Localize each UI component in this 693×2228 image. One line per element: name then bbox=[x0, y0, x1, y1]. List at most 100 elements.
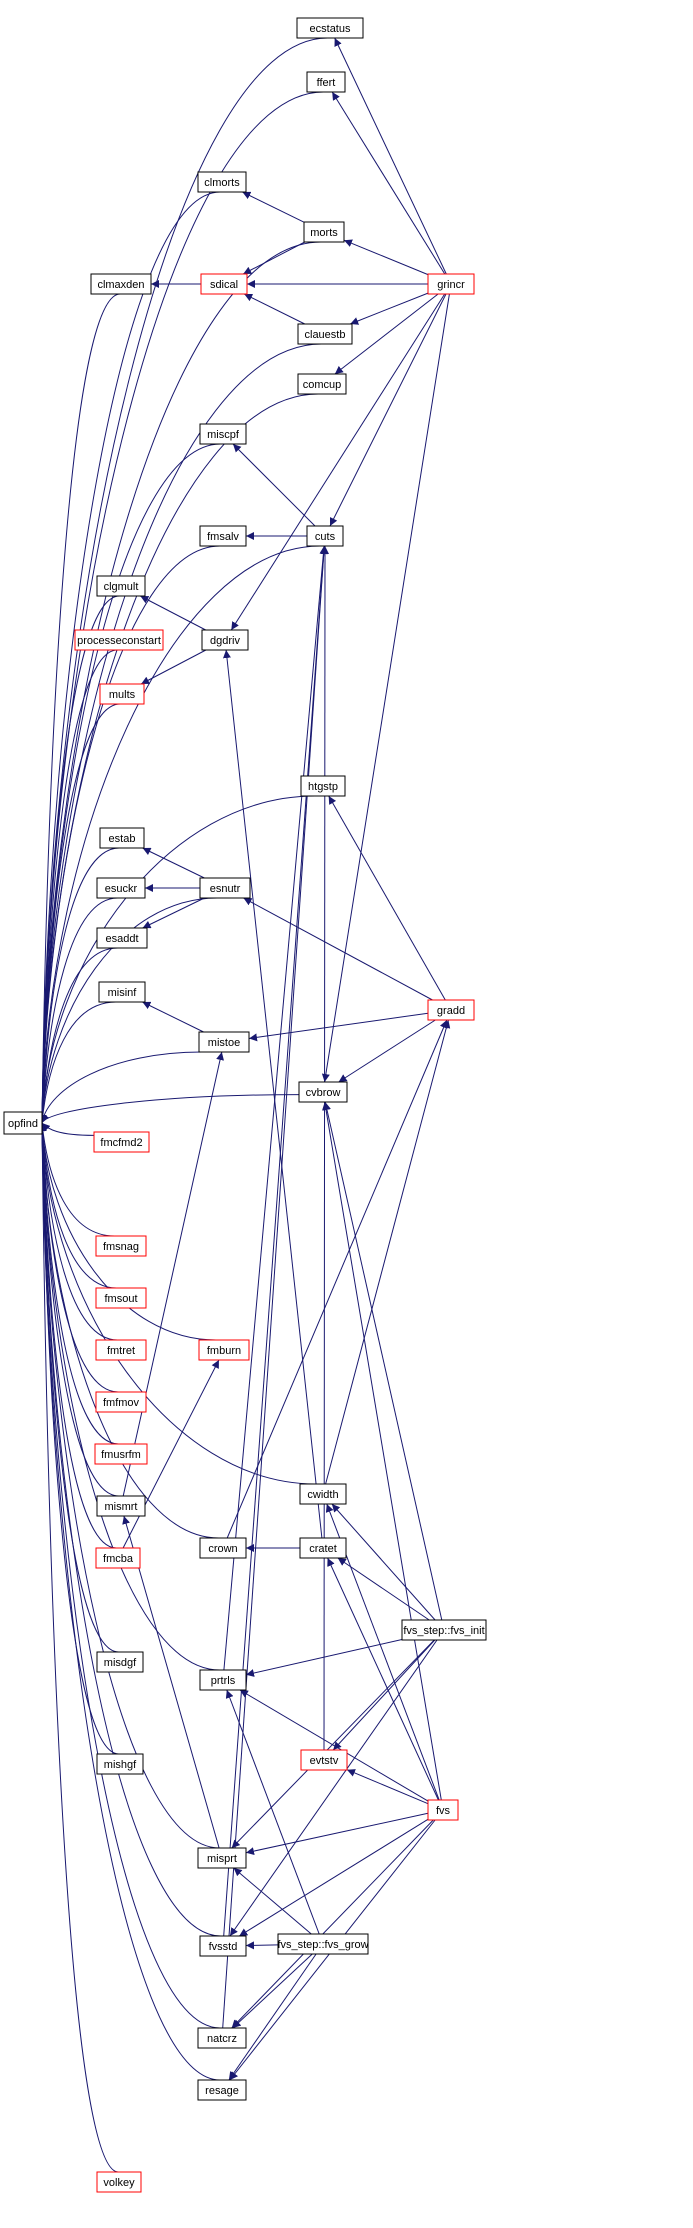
node-box bbox=[300, 775, 346, 797]
node-sdical[interactable]: sdical bbox=[200, 273, 248, 295]
node-box bbox=[99, 683, 145, 705]
edge-esaddt-to-opfind bbox=[38, 947, 118, 1124]
node-natcrz[interactable]: natcrz bbox=[197, 2027, 247, 2049]
node-crown[interactable]: crown bbox=[199, 1537, 247, 1559]
node-htgstp[interactable]: htgstp bbox=[300, 775, 346, 797]
node-label: crown bbox=[208, 1543, 237, 1555]
node-esaddt[interactable]: esaddt bbox=[96, 927, 148, 949]
edge-estab-to-opfind bbox=[38, 847, 120, 1124]
node-cwidth[interactable]: cwidth bbox=[299, 1483, 347, 1505]
edge-dgdriv-to-mults bbox=[140, 649, 207, 685]
node-box bbox=[96, 1651, 144, 1673]
node-prtrls[interactable]: prtrls bbox=[199, 1669, 247, 1691]
node-gradd[interactable]: gradd bbox=[427, 999, 475, 1021]
node-estab[interactable]: estab bbox=[99, 827, 145, 849]
node-cvbrow[interactable]: cvbrow bbox=[298, 1081, 348, 1103]
edge-misprt-to-opfind bbox=[38, 1122, 220, 1849]
node-mults[interactable]: mults bbox=[99, 683, 145, 705]
edge-fvs_init-to-evtstv bbox=[332, 1639, 436, 1751]
node-box bbox=[98, 981, 146, 1003]
edge-morts-to-opfind bbox=[38, 241, 321, 1124]
node-label: misinf bbox=[108, 987, 138, 999]
node-processeconstart[interactable]: processeconstart bbox=[74, 629, 164, 651]
node-clmaxden[interactable]: clmaxden bbox=[90, 273, 152, 295]
node-label: natcrz bbox=[207, 2033, 237, 2045]
edge-fvs_init-to-fvsstd bbox=[229, 1639, 438, 1937]
edge-fmburn-to-opfind bbox=[38, 1122, 217, 1341]
node-opfind[interactable]: opfind bbox=[3, 1111, 43, 1135]
node-fvs[interactable]: fvs bbox=[427, 1799, 459, 1821]
node-volkey[interactable]: volkey bbox=[96, 2171, 142, 2193]
node-resage[interactable]: resage bbox=[197, 2079, 247, 2101]
node-fmsout[interactable]: fmsout bbox=[95, 1287, 147, 1309]
node-box bbox=[300, 1749, 348, 1771]
node-esnutr[interactable]: esnutr bbox=[199, 877, 251, 899]
node-fmsalv[interactable]: fmsalv bbox=[199, 525, 247, 547]
node-mismrt[interactable]: mismrt bbox=[96, 1495, 146, 1517]
node-dgdriv[interactable]: dgdriv bbox=[201, 629, 249, 651]
node-box bbox=[303, 221, 345, 243]
node-mishgf[interactable]: mishgf bbox=[96, 1753, 144, 1775]
node-comcup[interactable]: comcup bbox=[297, 373, 347, 395]
edge-evtstv-to-cuts bbox=[320, 545, 329, 1751]
node-label: opfind bbox=[8, 1118, 38, 1130]
node-clgmult[interactable]: clgmult bbox=[96, 575, 146, 597]
node-box bbox=[299, 1537, 347, 1559]
edge-morts-to-clmorts bbox=[242, 191, 305, 223]
node-misprt[interactable]: misprt bbox=[197, 1847, 247, 1869]
node-box bbox=[199, 423, 247, 445]
node-label: fmsalv bbox=[207, 531, 239, 543]
node-ffert[interactable]: ffert bbox=[306, 71, 346, 93]
node-miscpf[interactable]: miscpf bbox=[199, 423, 247, 445]
node-box bbox=[96, 1495, 146, 1517]
node-box bbox=[90, 273, 152, 295]
node-label: prtrls bbox=[211, 1675, 236, 1687]
edge-gradd-to-mistoe bbox=[248, 1012, 429, 1042]
node-fvs-init[interactable]: fvs_step::fvs_init bbox=[401, 1619, 487, 1641]
node-cuts[interactable]: cuts bbox=[306, 525, 344, 547]
node-label: fmcba bbox=[103, 1553, 134, 1565]
node-label: cvbrow bbox=[306, 1087, 341, 1099]
node-morts[interactable]: morts bbox=[303, 221, 345, 243]
node-fmburn[interactable]: fmburn bbox=[198, 1339, 250, 1361]
node-esuckr[interactable]: esuckr bbox=[96, 877, 146, 899]
node-layer: opfind ecstatus ffert clmorts morts clmaxden s… bbox=[3, 17, 487, 2193]
node-misinf[interactable]: misinf bbox=[98, 981, 146, 1003]
node-label: clmorts bbox=[204, 177, 240, 189]
node-cratet[interactable]: cratet bbox=[299, 1537, 347, 1559]
node-fmtret[interactable]: fmtret bbox=[95, 1339, 147, 1361]
node-mistoe[interactable]: mistoe bbox=[198, 1031, 250, 1053]
node-misdgf[interactable]: misdgf bbox=[96, 1651, 144, 1673]
node-label: misprt bbox=[207, 1853, 237, 1865]
edge-grincr-to-morts bbox=[343, 239, 429, 276]
node-grincr[interactable]: grincr bbox=[427, 273, 475, 295]
node-fmusrfm[interactable]: fmusrfm bbox=[94, 1443, 148, 1465]
node-fvsstd[interactable]: fvsstd bbox=[199, 1935, 247, 1957]
edge-crown-to-gradd bbox=[226, 1019, 448, 1539]
node-fvs-grow[interactable]: fvs_step::fvs_grow bbox=[277, 1933, 369, 1955]
node-evtstv[interactable]: evtstv bbox=[300, 1749, 348, 1771]
edge-esuckr-to-opfind bbox=[38, 897, 118, 1124]
edge-fvs-to-misprt bbox=[245, 1812, 429, 1856]
edge-fvs_grow-to-resage bbox=[228, 1953, 317, 2081]
edge-gradd-to-htgstp bbox=[328, 795, 446, 1001]
node-box bbox=[199, 1669, 247, 1691]
edge-resage-to-opfind bbox=[38, 1122, 221, 2081]
node-ecstatus[interactable]: ecstatus bbox=[296, 17, 364, 39]
node-clauestb[interactable]: clauestb bbox=[297, 323, 353, 345]
node-fmfmov[interactable]: fmfmov bbox=[95, 1391, 147, 1413]
call-graph: opfind ecstatus ffert clmorts morts clmaxden s… bbox=[3, 17, 487, 2193]
node-clmorts[interactable]: clmorts bbox=[197, 171, 247, 193]
edge-fvs-to-evtstv bbox=[346, 1769, 429, 1805]
edge-fvs-to-cvbrow bbox=[322, 1101, 442, 1801]
node-fmcba[interactable]: fmcba bbox=[95, 1547, 141, 1569]
edge-clauestb-to-opfind bbox=[38, 343, 322, 1124]
node-box bbox=[74, 629, 164, 651]
node-fmsnag[interactable]: fmsnag bbox=[95, 1235, 147, 1257]
node-box bbox=[199, 525, 247, 547]
edge-fvs_grow-to-prtrls bbox=[225, 1689, 320, 1935]
edge-prtrls-to-cuts bbox=[223, 545, 328, 1671]
node-label: sdical bbox=[210, 279, 238, 291]
edge-cvbrow-to-opfind bbox=[41, 1094, 300, 1124]
node-fmcfmd2[interactable]: fmcfmd2 bbox=[93, 1131, 150, 1153]
